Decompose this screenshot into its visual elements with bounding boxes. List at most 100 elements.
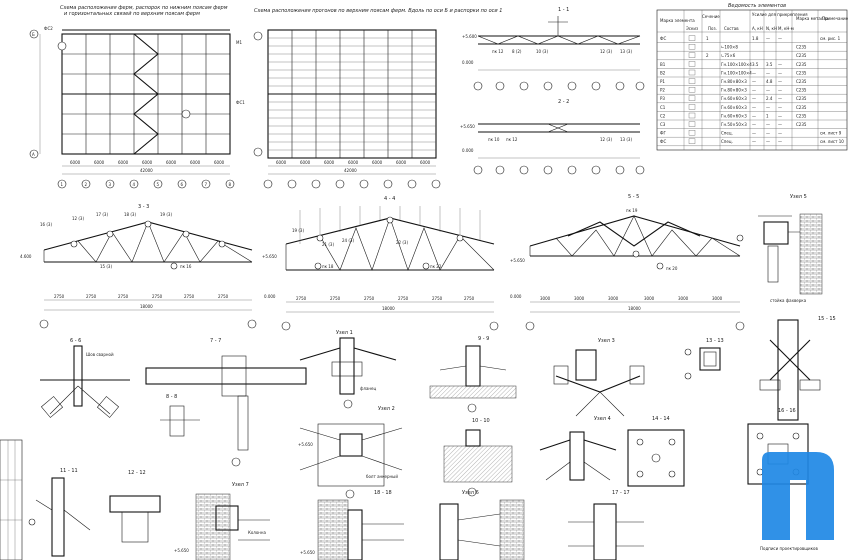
spec-cell: Гн.60×60×3: [721, 105, 747, 110]
plan1-axis-row: 1 2 3 4 5 6 7 8: [57, 179, 235, 189]
spec-sketch-icon: [688, 35, 696, 41]
spec-sketch-icon: [688, 138, 696, 144]
axis-label: 8: [229, 182, 232, 187]
axis-label: 4: [133, 182, 136, 187]
detail-title: 11 - 11: [60, 468, 78, 474]
detail-title: Узел 7: [232, 482, 249, 488]
detail-11-11: 11 - 11: [28, 468, 91, 557]
spec-cell: —: [752, 70, 756, 75]
spec-table: Ведомость элементов Марка элемента Сечен…: [656, 3, 849, 151]
plan-purlins: Схема расположения прогонов по верхним п…: [253, 8, 502, 189]
sec55-elev1: +5.650: [510, 258, 525, 263]
sec11-label: 8 (2): [512, 49, 522, 54]
sec11-label: 10 (3): [536, 49, 548, 54]
sec11-title: 1 - 1: [558, 7, 569, 13]
sec55-span: 3000: [712, 296, 723, 301]
plan1-span: 6000: [214, 160, 225, 165]
axis-label: 2: [85, 182, 88, 187]
sec33-label: 18 (3): [124, 212, 136, 217]
detail-title: 7 - 7: [210, 338, 221, 344]
spec-sketch-icon: [688, 87, 696, 93]
spec-cell: 1: [766, 113, 769, 118]
axis-label: 7: [205, 182, 208, 187]
spec-cell: —: [766, 105, 770, 110]
spec-cell: ∟100×8: [721, 45, 738, 50]
spec-cell: —: [766, 70, 770, 75]
plan1-span: 6000: [190, 160, 201, 165]
spec-cell: Гн.100×100×4: [721, 70, 752, 75]
detail-title: 9 - 9: [478, 336, 489, 342]
spec-cell: —: [766, 131, 770, 136]
sec22-title: 2 - 2: [558, 99, 569, 105]
spec-cell: Р2: [660, 88, 665, 93]
sec44-span: 2750: [464, 296, 475, 301]
spec-cell: Гн.50×50×3: [721, 122, 747, 127]
detail-title: 18 - 18: [374, 490, 392, 496]
node5-note: стойка фахверка: [770, 298, 807, 303]
spec-cell: —: [778, 96, 782, 101]
sec33-total: 18000: [140, 304, 153, 309]
spec-cell: —: [766, 139, 770, 144]
sec55-label: пк 19: [626, 208, 638, 213]
sec44-span: 2750: [330, 296, 341, 301]
plan1-axis-b: Б: [32, 32, 35, 37]
detail-title: 8 - 8: [166, 394, 177, 400]
sec44-label: 22 (3): [396, 240, 408, 245]
spec-sketch-icon: [688, 130, 696, 136]
sec44-total: 18000: [382, 306, 395, 311]
plan2-title: Схема расположения прогонов по верхним п…: [254, 8, 502, 14]
spec-cell: —: [752, 105, 756, 110]
spec-cell: Гн.100×100×4: [721, 62, 752, 67]
node-6: Узел 6: [439, 490, 525, 560]
spec-cell: 1: [706, 36, 709, 41]
axis-label: 5: [157, 182, 160, 187]
sec44-label: пк 22: [430, 264, 442, 269]
sec33-span: 2750: [218, 294, 229, 299]
detail-title: Узел 6: [462, 490, 479, 496]
sec55-span: 3000: [540, 296, 551, 301]
plan1-span: 6000: [94, 160, 105, 165]
node-2: Узел 2 +5.650 болт анкерный: [298, 406, 403, 499]
spec-cell: С1: [660, 105, 666, 110]
plan2-span: 6000: [396, 160, 407, 165]
spec-cell: С235: [796, 53, 807, 58]
spec-cell: Р1: [660, 79, 665, 84]
spec-header: Марка металла: [796, 16, 829, 21]
sec33-label: пк 16: [180, 264, 192, 269]
spec-cell: —: [778, 88, 782, 93]
detail-note: болт анкерный: [366, 474, 398, 479]
spec-sketch-icon: [688, 52, 696, 58]
sec22-elev1: +5.650: [460, 124, 475, 129]
plan2-span: 6000: [324, 160, 335, 165]
spec-cell: Спец.: [721, 139, 733, 144]
sec55-span: 3000: [644, 296, 655, 301]
spec-cell: Спец.: [721, 131, 733, 136]
axis-label: 3: [109, 182, 112, 187]
node-4: Узел 4: [539, 416, 617, 481]
title-stamp: Подписи проектировщиков: [0, 439, 818, 560]
detail-title: 17 - 17: [612, 490, 630, 496]
sec55-span: 3000: [608, 296, 619, 301]
spec-cell: —: [752, 113, 756, 118]
detail-elev: +5.650: [174, 548, 189, 553]
spec-cell: С235: [796, 96, 807, 101]
spec-cell: —: [778, 105, 782, 110]
spec-sketch-icon: [688, 61, 696, 67]
spec-cell: ФГ: [660, 131, 666, 136]
detail-7-7: 7 - 7: [145, 338, 307, 467]
spec-header: Усилие для прикрепления: [752, 12, 808, 17]
spec-subheader: М, кН·м: [778, 26, 794, 31]
spec-cell: см. лист 9: [820, 131, 842, 136]
spec-header: Сечение: [702, 14, 720, 19]
plan1-total: 42000: [140, 168, 153, 173]
spec-cell: —: [752, 96, 756, 101]
spec-sketch-icon: [688, 69, 696, 76]
spec-cell: 2: [706, 53, 709, 58]
detail-18-18: 18 - 18 +5.650: [300, 490, 404, 560]
spec-cell: 2.4: [766, 96, 773, 101]
sec22-label: 13 (3): [620, 137, 632, 142]
spec-cell: —: [778, 131, 782, 136]
sec44-span: 2750: [296, 296, 307, 301]
spec-cell: ФС: [660, 36, 666, 41]
plan1-span: 6000: [70, 160, 81, 165]
